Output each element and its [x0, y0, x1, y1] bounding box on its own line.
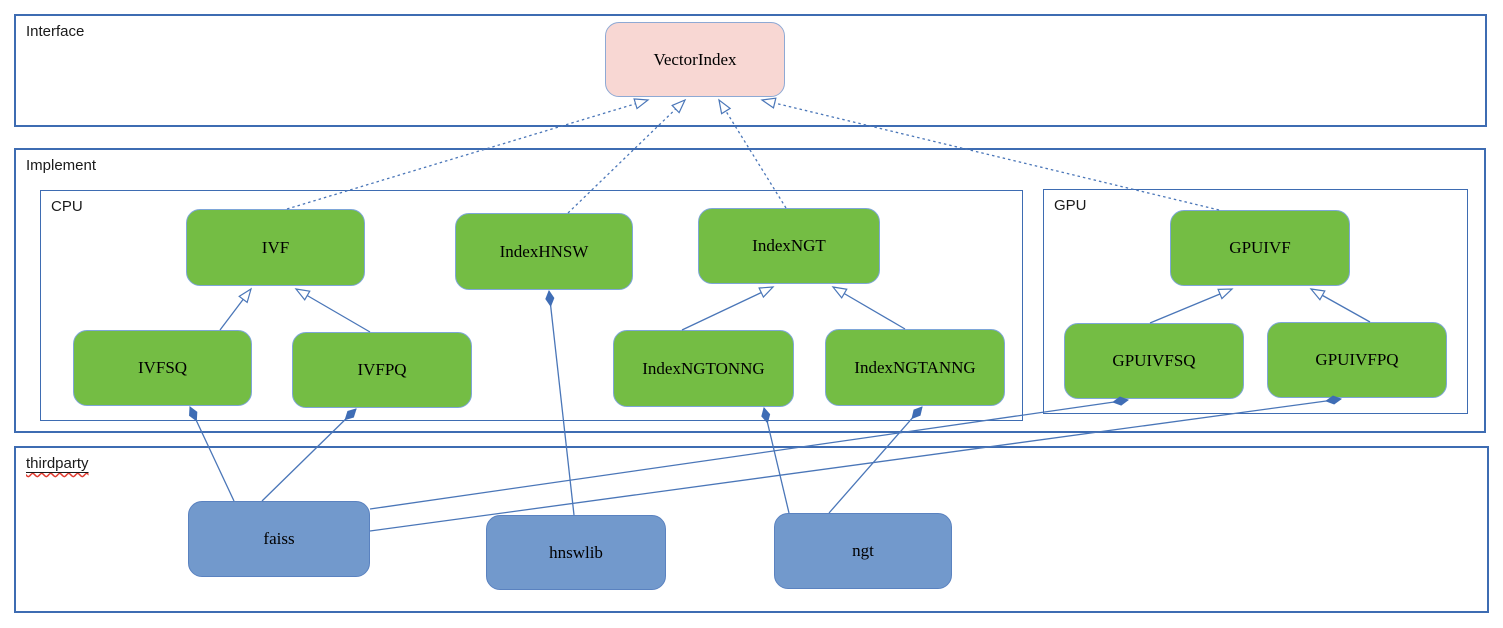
node-gpuivf-label: GPUIVF	[1229, 238, 1291, 257]
container-thirdparty-label: thirdparty	[26, 455, 89, 472]
node-indexhnsw: IndexHNSW	[455, 213, 633, 290]
node-indexngt: IndexNGT	[698, 208, 880, 284]
node-faiss-label: faiss	[263, 529, 295, 548]
node-gpuivfsq: GPUIVFSQ	[1064, 323, 1244, 399]
node-ivfpq: IVFPQ	[292, 332, 472, 408]
node-hnswlib: hnswlib	[486, 515, 666, 590]
node-gpuivfsq-label: GPUIVFSQ	[1112, 351, 1196, 370]
node-hnswlib-label: hnswlib	[549, 542, 603, 562]
node-ngt: ngt	[774, 513, 952, 589]
container-thirdparty-label-text: thirdparty	[26, 455, 89, 472]
node-gpuivf: GPUIVF	[1170, 210, 1350, 286]
node-ngt-label: ngt	[852, 541, 874, 560]
node-ivf: IVF	[186, 209, 365, 286]
node-indexngtonng-label: IndexNGTONNG	[642, 358, 765, 378]
container-implement-label: Implement	[26, 157, 97, 174]
node-indexngtanng: IndexNGTANNG	[825, 329, 1005, 406]
container-interface-label: Interface	[26, 23, 85, 40]
node-indexhnsw-label: IndexHNSW	[499, 241, 589, 261]
node-indexngtanng-label: IndexNGTANNG	[854, 357, 976, 377]
node-vectorindex-label: VectorIndex	[653, 49, 737, 69]
node-indexngtonng: IndexNGTONNG	[613, 330, 794, 407]
node-indexngt-label: IndexNGT	[752, 236, 826, 255]
container-cpu-label: CPU	[51, 198, 83, 215]
node-gpuivfpq: GPUIVFPQ	[1267, 322, 1447, 398]
container-gpu-label: GPU	[1054, 197, 1087, 214]
node-ivf-label: IVF	[261, 237, 290, 257]
node-ivfsq-label: IVFSQ	[137, 358, 188, 377]
node-gpuivfpq-label: GPUIVFPQ	[1315, 350, 1399, 369]
node-faiss: faiss	[188, 501, 370, 577]
node-ivfsq: IVFSQ	[73, 330, 252, 406]
node-ivfpq-label: IVFPQ	[357, 360, 407, 379]
node-vectorindex: VectorIndex	[605, 22, 785, 97]
